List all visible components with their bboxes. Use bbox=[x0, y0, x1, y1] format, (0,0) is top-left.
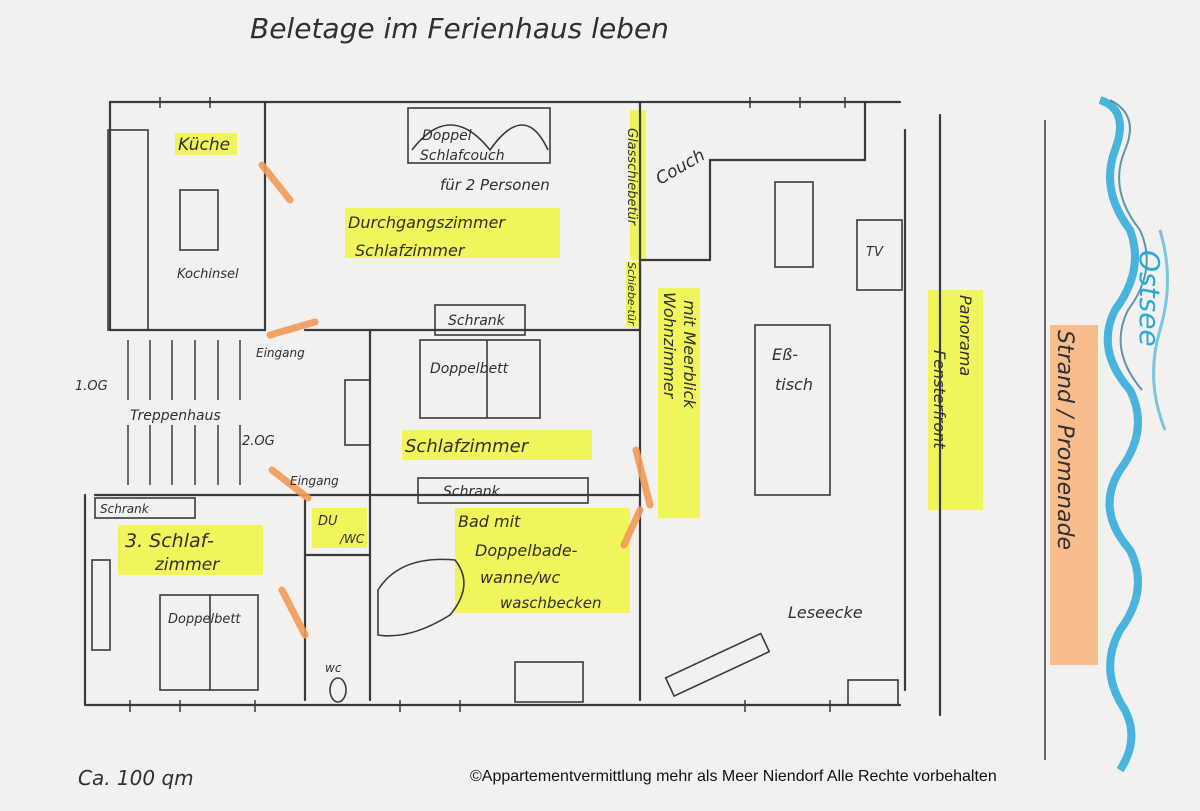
label-glasschiebetuer: Glasschiebetür bbox=[624, 128, 639, 227]
hl-duwc bbox=[312, 508, 367, 548]
label-doppelbett3: Doppelbett bbox=[168, 612, 241, 627]
label-schlafzimmer2: Schlafzimmer bbox=[405, 436, 530, 457]
label-esstisch-line2: tisch bbox=[775, 375, 813, 394]
toilet-shape bbox=[329, 677, 347, 703]
label-eingang-2: Eingang bbox=[290, 474, 339, 488]
label-couch: Couch bbox=[653, 145, 709, 189]
label-kueche: Küche bbox=[178, 135, 230, 155]
plan-title: Beletage im Ferienhaus leben bbox=[250, 12, 669, 45]
label-duwc-line2: /WC bbox=[339, 532, 365, 546]
label-panorama-line2: Fensterfront bbox=[930, 350, 949, 449]
label-esstisch-line1: Eß- bbox=[772, 345, 798, 364]
label-schlafzimmer: Schlafzimmer bbox=[355, 241, 466, 260]
label-ostsee: Ostsee bbox=[1133, 250, 1166, 347]
sea bbox=[1098, 96, 1169, 773]
label-schrank-left: Schrank bbox=[100, 502, 150, 516]
hl-durchgang bbox=[345, 208, 560, 258]
bad-cabinet-shape bbox=[514, 661, 584, 703]
label-schlaf3-line2: zimmer bbox=[154, 555, 220, 575]
sideboard-shape bbox=[847, 679, 899, 706]
label-strand: Strand / Promenade bbox=[1052, 330, 1077, 550]
couch-shape bbox=[774, 181, 814, 268]
label-bad-line2: Doppelbade- bbox=[475, 541, 578, 560]
doppelbett-shape bbox=[419, 339, 541, 419]
schrank-mid-shape bbox=[417, 477, 589, 504]
copyright-notice: ©Appartementvermittlung mehr als Meer Ni… bbox=[470, 768, 997, 785]
label-sofa-sub: für 2 Personen bbox=[440, 176, 550, 194]
label-wc: wc bbox=[325, 661, 342, 675]
hl-glasschiebetuer bbox=[630, 110, 646, 260]
label-treppenhaus: Treppenhaus bbox=[130, 408, 221, 424]
hl-schiebetuer bbox=[626, 262, 642, 327]
label-schlaf3-line1: 3. Schlaf- bbox=[125, 530, 214, 552]
label-tv: TV bbox=[866, 245, 884, 260]
schrank-left-shape bbox=[94, 497, 196, 519]
hl-schlafzimmer2 bbox=[402, 430, 592, 460]
label-kochinsel: Kochinsel bbox=[177, 267, 239, 282]
furniture bbox=[91, 107, 903, 706]
label-schiebetuer: Schiebe-tür bbox=[625, 262, 638, 327]
sofa-shape bbox=[407, 107, 551, 164]
label-2og: 2.OG bbox=[242, 434, 275, 449]
label-schrank-mid: Schrank bbox=[443, 484, 501, 500]
label-wohnzimmer-line2: mit Meerblick bbox=[680, 300, 699, 409]
label-panorama-line1: Panorama bbox=[956, 295, 975, 376]
bathtub-shape bbox=[377, 558, 465, 637]
reading-bench-shape bbox=[664, 632, 771, 698]
label-sofa-line2: Schlafcouch bbox=[420, 148, 505, 164]
schrank-top-shape bbox=[434, 304, 526, 336]
kitchen-counter-shape bbox=[107, 129, 149, 331]
label-wohnzimmer-line1: Wohnzimmer bbox=[660, 292, 679, 400]
label-eingang-1: Eingang bbox=[256, 346, 305, 360]
doppelbett3-shape bbox=[159, 594, 259, 691]
hl-schlaf3 bbox=[118, 525, 263, 575]
label-bad-line4: waschbecken bbox=[500, 594, 601, 612]
kochinsel-shape bbox=[179, 189, 219, 251]
hl-kueche bbox=[175, 133, 237, 155]
label-area: Ca. 100 qm bbox=[78, 766, 194, 790]
esstisch-shape bbox=[754, 324, 831, 496]
label-schrank-top: Schrank bbox=[448, 313, 506, 329]
label-leseecke: Leseecke bbox=[788, 603, 863, 622]
nightstand-shape bbox=[344, 379, 371, 446]
hl-strand bbox=[1050, 325, 1098, 665]
label-bad-line1: Bad mit bbox=[458, 512, 521, 531]
doors bbox=[258, 161, 654, 639]
tv-shape bbox=[856, 219, 903, 291]
highlights bbox=[118, 110, 1098, 665]
label-1og: 1.OG bbox=[75, 379, 108, 394]
label-duwc-line1: DU bbox=[318, 514, 338, 529]
hl-bad bbox=[455, 508, 630, 613]
walls bbox=[83, 97, 1046, 760]
side-cabinet-shape bbox=[91, 559, 111, 651]
hl-panorama bbox=[928, 290, 983, 510]
label-bad-line3: wanne/wc bbox=[480, 568, 560, 587]
hl-wohnzimmer bbox=[658, 288, 700, 518]
label-durchgang: Durchgangszimmer bbox=[348, 213, 506, 232]
label-doppelbett: Doppelbett bbox=[430, 361, 509, 377]
label-sofa-line1: Doppel bbox=[422, 128, 472, 144]
